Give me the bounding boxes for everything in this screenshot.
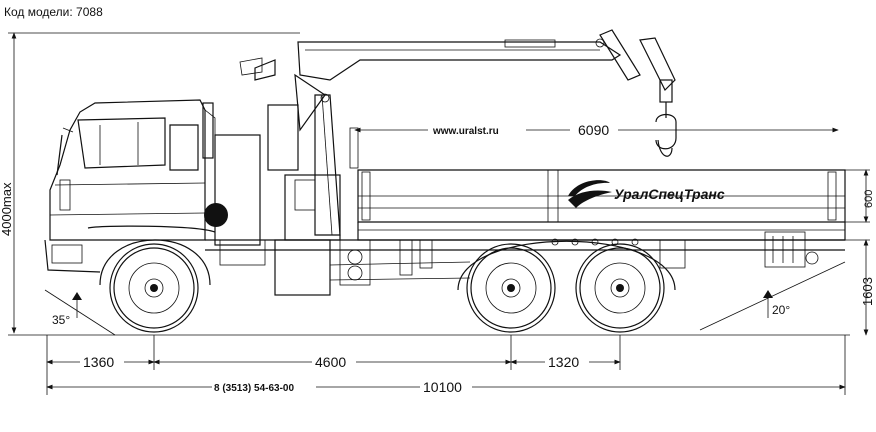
rear-wheel-1 <box>466 243 556 333</box>
brand-logo-text: УралСпецТранс <box>614 186 725 202</box>
front-overhang-label: 1360 <box>83 354 114 370</box>
platform-height-label: 1603 <box>860 277 875 306</box>
front-wheel <box>99 239 211 333</box>
chassis-frame <box>204 134 845 296</box>
wheelbase-label: 4600 <box>315 354 346 370</box>
rear-axle-spacing-label: 1320 <box>548 354 579 370</box>
model-code-label: Код модели: 7088 <box>4 5 103 19</box>
truck-cab <box>44 99 216 273</box>
brand-logo: УралСпецТранс <box>568 180 725 208</box>
rear-wheel-2 <box>457 240 676 333</box>
contact-phone-label: 8 (3513) 54-63-00 <box>214 383 294 394</box>
cargo-platform <box>357 169 846 246</box>
departure-angle-label: 20° <box>772 303 790 317</box>
website-label: www.uralst.ru <box>432 126 499 137</box>
overall-length-label: 10100 <box>423 379 462 395</box>
height-max-label: 4000max <box>0 182 14 236</box>
crane-boom <box>297 29 677 157</box>
approach-angle-line <box>44 289 116 336</box>
side-height-label: 600 <box>863 190 875 208</box>
boom-reach-label: 6090 <box>578 122 609 138</box>
departure-angle-line <box>699 261 846 331</box>
crane-column <box>239 57 359 241</box>
approach-angle-label: 35° <box>52 313 70 327</box>
